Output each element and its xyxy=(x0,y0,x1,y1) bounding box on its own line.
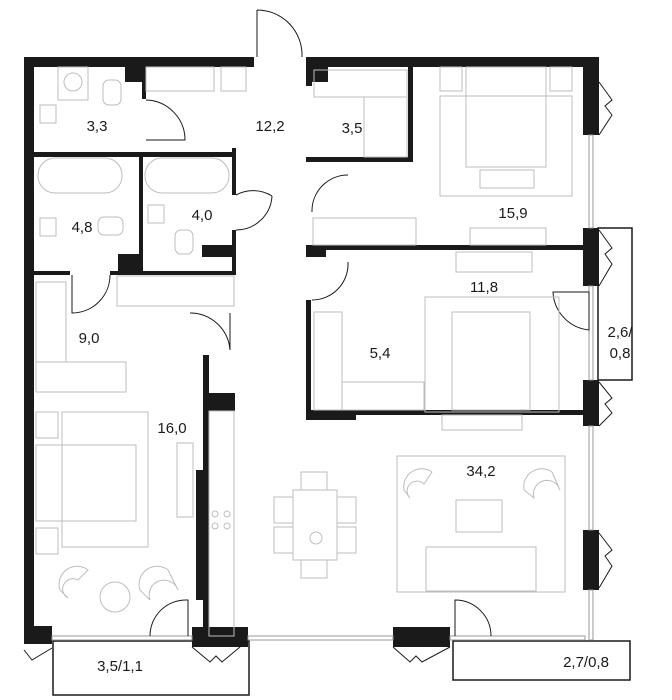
wardrobe-icon xyxy=(35,281,67,363)
room-area-bedroom-middle: 11,8 xyxy=(470,279,498,296)
room-area-living: 34,2 xyxy=(466,463,495,480)
balcony-bottom-left xyxy=(52,640,250,696)
bed-icon xyxy=(465,66,547,168)
balcony-right-top xyxy=(597,227,633,381)
room-area-balcony-bottom-right: 2,7/0,8 xyxy=(563,654,609,671)
balcony-bottom-right xyxy=(452,640,631,681)
doors xyxy=(23,9,613,663)
room-area-bedroom-master: 15,9 xyxy=(498,205,527,222)
wardrobe-icon xyxy=(312,217,417,246)
wardrobe-icon xyxy=(313,311,343,411)
room-area-closet-middle: 5,4 xyxy=(370,345,391,362)
sofa-icon xyxy=(425,546,537,592)
furniture xyxy=(35,66,573,637)
room-area-bath-left: 4,8 xyxy=(72,219,93,236)
balconies xyxy=(52,227,633,696)
bathtub-icon xyxy=(144,157,230,194)
kitchen-counter xyxy=(208,410,235,637)
room-area-balcony-right-top-2: 0,8 xyxy=(610,345,631,362)
windows xyxy=(51,134,594,641)
room-area-balcony-bottom-left: 3,5/1,1 xyxy=(97,658,143,675)
wardrobe-icon xyxy=(313,69,408,98)
room-area-bedroom-left: 16,0 xyxy=(157,420,186,437)
room-area-hall: 12,2 xyxy=(255,118,284,135)
toilet-icon xyxy=(102,79,122,106)
shoe-rack xyxy=(145,66,215,92)
bed-icon xyxy=(35,444,137,522)
room-area-wc: 3,3 xyxy=(87,118,108,135)
coffee-table xyxy=(455,499,503,533)
wardrobe-icon xyxy=(116,275,235,307)
room-area-dressing: 9,0 xyxy=(79,330,100,347)
bed-icon xyxy=(451,311,531,411)
walls xyxy=(24,57,599,647)
rug xyxy=(396,455,566,593)
room-area-bath-right: 4,0 xyxy=(192,207,213,224)
room-area-closet-top: 3,5 xyxy=(342,120,363,137)
bathtub-icon xyxy=(37,157,123,194)
washing-machine-icon xyxy=(57,66,89,101)
room-labels: 3,3 12,2 3,5 15,9 4,8 4,0 11,8 2,6/ 0,8 … xyxy=(72,118,634,675)
room-area-balcony-right-top: 2,6/ xyxy=(607,324,633,341)
dining-table xyxy=(292,489,338,561)
